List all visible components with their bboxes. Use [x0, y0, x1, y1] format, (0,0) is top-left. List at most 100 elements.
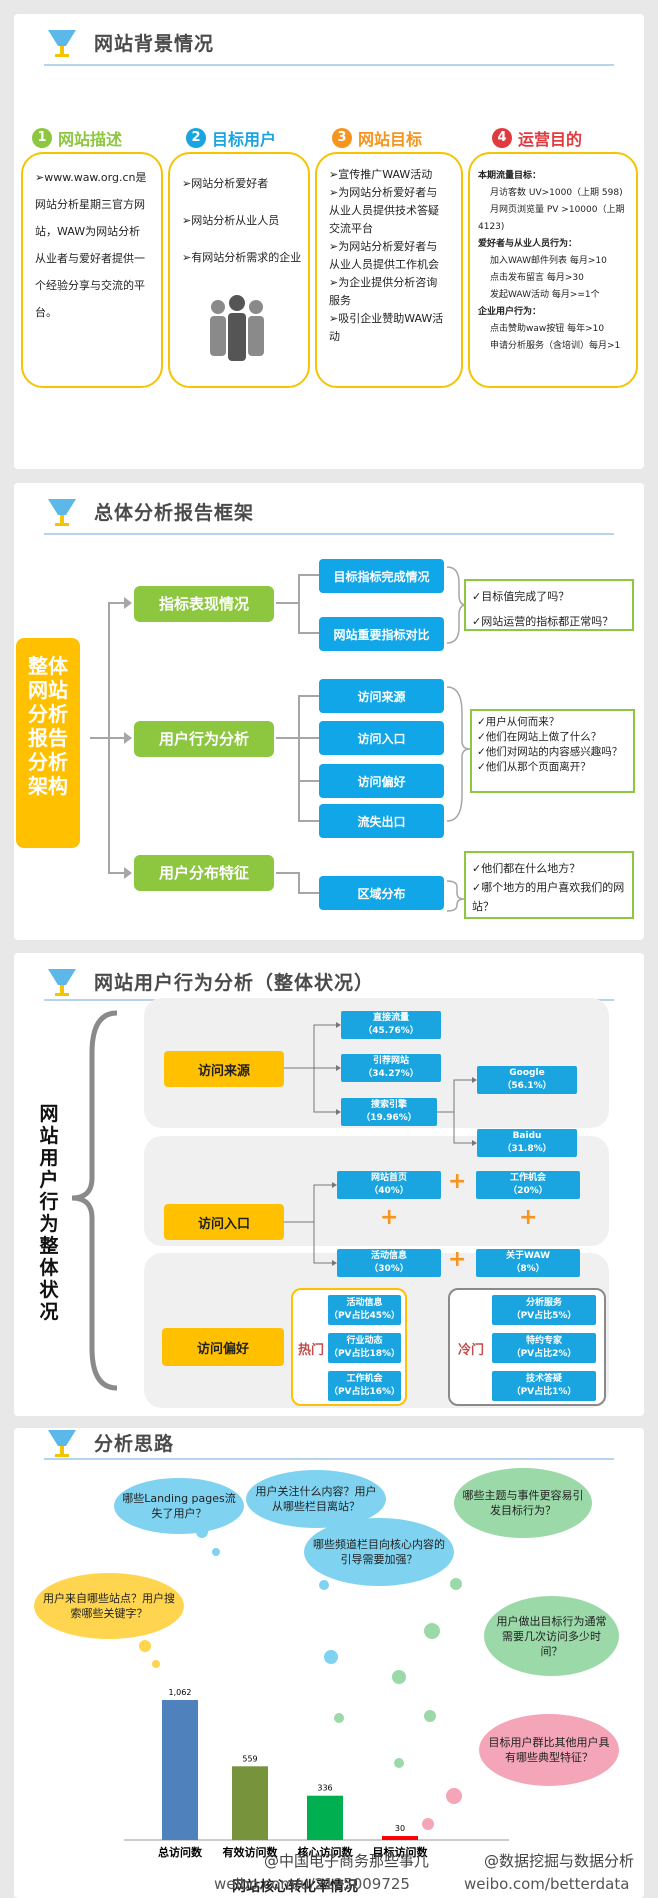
label: 网站首页: [370, 1173, 407, 1183]
people-icon: [210, 295, 264, 361]
branch-behavior[interactable]: 用户行为分析: [134, 721, 274, 757]
funnel-cup-icon: [48, 969, 76, 996]
section-header: 网站背景情况: [44, 22, 214, 62]
engine-baidu[interactable]: Baidu（31.8%）: [477, 1129, 577, 1157]
source-referral[interactable]: 引荐网站 （34.27%）: [341, 1054, 441, 1082]
bubble-dot: [450, 1578, 462, 1590]
card-target-users: ➢网站分析爱好者 ➢网站分析从业人员 ➢有网站分析需求的企业: [168, 152, 310, 388]
branch-distribution[interactable]: 用户分布特征: [134, 855, 274, 891]
line: 台。: [35, 306, 57, 319]
item-visit-preference[interactable]: 访问偏好: [319, 764, 444, 798]
bubble-dot: [424, 1710, 436, 1722]
value: （PV占比1%）: [511, 1387, 577, 1397]
value: （40%）: [369, 1186, 409, 1196]
item-key-metrics[interactable]: 网站重要指标对比: [319, 617, 444, 651]
question: ✓他们都在什么地方？: [472, 862, 581, 875]
root-node: 整体网站分析报告分析架构: [16, 638, 80, 848]
line: 站，WAW为网站分析: [35, 225, 141, 238]
bar-2: [307, 1795, 343, 1840]
cold-services[interactable]: 分析服务（PV占比5%）: [492, 1295, 596, 1325]
side-brace: [71, 1010, 118, 1391]
bubble-dot: [139, 1640, 151, 1652]
label: 活动信息: [370, 1251, 407, 1261]
bar-1: [232, 1766, 268, 1840]
label: 直接流量: [372, 1013, 409, 1023]
source-direct[interactable]: 直接流量 （45.76%）: [341, 1011, 441, 1039]
line: 从业人员提供工作机会: [329, 258, 439, 271]
source-search[interactable]: 搜索引擎（19.96%）: [341, 1098, 437, 1126]
question: ✓他们在网站上做了什么？: [477, 731, 602, 743]
cold-qa[interactable]: 技术答疑（PV占比1%）: [492, 1371, 596, 1401]
line: ➢宣传推广WAW活动: [329, 168, 433, 181]
line: 个经验分享与交流的平: [35, 279, 145, 292]
node-source[interactable]: 访问来源: [164, 1051, 284, 1087]
label: Baidu: [512, 1131, 542, 1141]
line: 交流平台: [329, 222, 373, 235]
bubble-dot: [152, 1660, 160, 1668]
line: ➢网站分析爱好者: [182, 177, 269, 190]
node-entry[interactable]: 访问入口: [164, 1204, 284, 1240]
thought-bubble: 用户做出目标行为通常需要几次访问多少时间？: [484, 1596, 619, 1676]
node-preference[interactable]: 访问偏好: [162, 1328, 284, 1366]
value: （PV占比2%）: [511, 1349, 577, 1359]
branch-metrics[interactable]: 指标表现情况: [134, 586, 274, 622]
column-title: 网站描述: [58, 130, 123, 149]
hot-industry[interactable]: 行业动态 （PV占比18%）: [328, 1333, 401, 1363]
item-visit-entry[interactable]: 访问入口: [319, 721, 444, 755]
item-visit-source[interactable]: 访问来源: [319, 679, 444, 713]
line: 月访客数 UV>1000（上期 598): [490, 188, 623, 198]
line: ➢为企业提供分析咨询: [329, 276, 438, 289]
line: 月网页浏览量 PV >10000（上期: [490, 205, 625, 215]
label: 搜索引擎: [370, 1100, 407, 1110]
thought-bubble: 哪些Landing pages流失了用户？: [114, 1478, 244, 1534]
value: （PV占比18%）: [328, 1349, 401, 1359]
questions-metrics: ✓目标值完成了吗？ ✓网站运营的指标都正常吗？: [464, 579, 634, 631]
entry-jobs[interactable]: 工作机会（20%）: [476, 1171, 580, 1199]
watermark-url-left: weibo.com/u/2125009725: [214, 1875, 410, 1893]
value: （45.76%）: [363, 1026, 419, 1036]
watermark-left: @中国电子商务那些事儿: [264, 1852, 430, 1870]
question: ✓哪个地方的用户喜欢我们的网站？: [472, 881, 625, 913]
hot-jobs[interactable]: 工作机会（PV占比16%）: [328, 1371, 401, 1401]
entry-homepage[interactable]: 网站首页 （40%）: [337, 1171, 441, 1199]
entry-about[interactable]: 关于WAW（8%）: [476, 1249, 580, 1277]
data-label: 30: [395, 1824, 405, 1833]
line: 发起WAW活动 每月>=1个: [490, 290, 600, 300]
cold-experts[interactable]: 特约专家（PV占比2%）: [492, 1333, 596, 1363]
value: （20%）: [508, 1186, 548, 1196]
item-region[interactable]: 区域分布: [319, 876, 444, 910]
label: 工作机会: [346, 1374, 383, 1384]
data-label: 559: [242, 1754, 257, 1763]
label: 引荐网站: [372, 1056, 409, 1066]
line: 服务: [329, 294, 351, 307]
section-title: 总体分析报告框架: [94, 501, 255, 524]
item-goal-completion[interactable]: 目标指标完成情况: [319, 559, 444, 593]
bubble-dot: [422, 1818, 434, 1830]
section-title: 分析思路: [94, 1432, 175, 1455]
thought-bubble: 哪些主题与事件更容易引发目标行为？: [454, 1468, 592, 1538]
bubble-dot: [446, 1788, 462, 1804]
item-exit[interactable]: 流失出口: [319, 804, 444, 838]
hot-events[interactable]: 活动信息（PV占比45%）: [328, 1295, 401, 1325]
card-operation-goals: 本期流量目标： 月访客数 UV>1000（上期 598) 月网页浏览量 PV >…: [468, 152, 638, 388]
category-label: 总访问数: [158, 1845, 203, 1859]
entry-events[interactable]: 活动信息（30%）: [337, 1249, 441, 1277]
card-description: ➢www.waw.org.cn是 网站分析星期三官方网 站，WAW为网站分析 从…: [21, 152, 163, 388]
engine-google[interactable]: Google（56.1%）: [477, 1066, 577, 1094]
label: 行业动态: [346, 1336, 383, 1346]
bubble-dot: [394, 1758, 404, 1768]
value: （34.27%）: [363, 1069, 419, 1079]
card-site-goals: ➢宣传推广WAW活动 ➢为网站分析爱好者与 从业人员提供技术答疑 交流平台 ➢为…: [315, 152, 463, 388]
bar-0: [162, 1700, 198, 1840]
section-header: 网站用户行为分析（整体状况）: [44, 961, 374, 1001]
column-title: 网站目标: [358, 130, 423, 149]
line: 4123): [478, 222, 505, 232]
value: （56.1%）: [502, 1081, 552, 1091]
side-label: 网站用户行为整体状况: [39, 1103, 59, 1323]
value: （8%）: [511, 1264, 545, 1274]
